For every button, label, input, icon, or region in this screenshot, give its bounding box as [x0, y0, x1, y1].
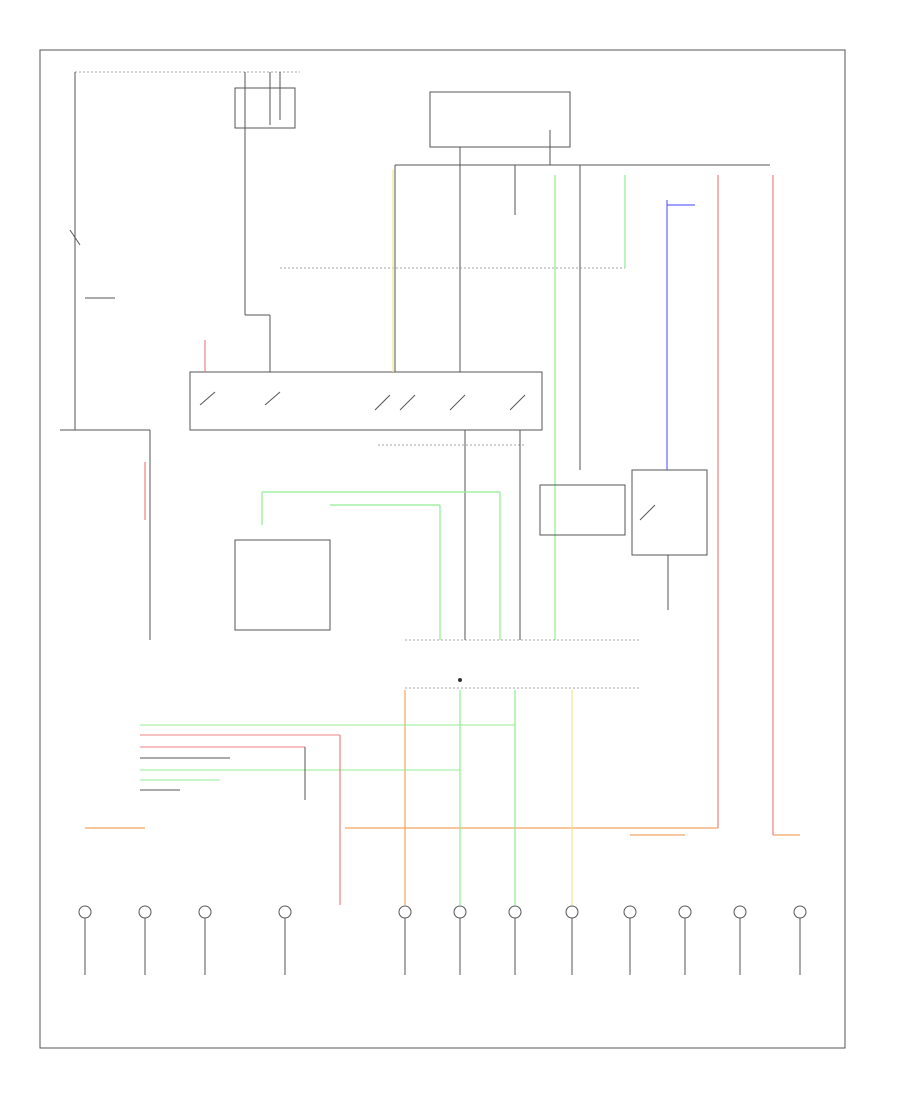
lamp-row: [78, 905, 807, 975]
diagram-frame: [39, 49, 846, 1049]
tail-lamp-relay: [631, 469, 708, 610]
colored-wires: [85, 170, 800, 905]
lamp-11-bulb: [733, 905, 747, 919]
combination-switch: [189, 150, 543, 640]
lamp-02-bulb: [138, 905, 152, 919]
lamp-01-bulb: [78, 905, 92, 919]
lamp-04-bulb: [278, 905, 292, 919]
fuse-block: [234, 87, 296, 129]
dimmer-relay-block: [280, 91, 770, 470]
hazard-flasher: [234, 539, 331, 631]
power-feed-section: [60, 71, 300, 640]
lamp-12-bulb: [793, 905, 807, 919]
lamp-08-bulb: [565, 905, 579, 919]
connector-bus: [405, 639, 640, 689]
trailer-connector: [140, 724, 515, 905]
lamp-03-bulb: [198, 905, 212, 919]
lamp-06-bulb: [453, 905, 467, 919]
lamp-09-bulb: [623, 905, 637, 919]
turn-signal-relay: [539, 484, 626, 536]
lamp-05-bulb: [398, 905, 412, 919]
lamp-07-bulb: [508, 905, 522, 919]
lamp-10-bulb: [678, 905, 692, 919]
